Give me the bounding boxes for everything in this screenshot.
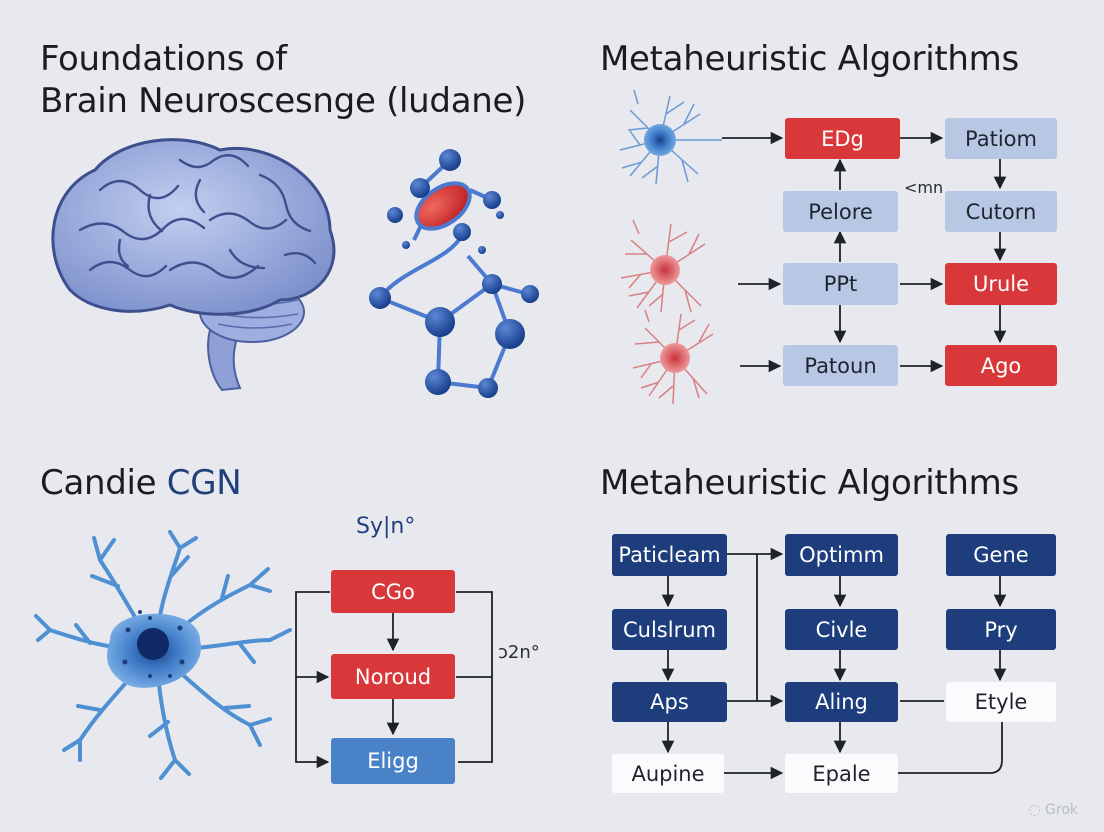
flow-box-aling: Aling [785,682,898,722]
flow-box-urule: Urule [945,263,1057,305]
flow-box-culslrum: Culslrum [612,609,727,650]
large-neuron-icon [34,530,292,780]
flow-box-ppt: PPt [783,263,898,305]
title-foundations: Foundations of Brain Neuroscesnge (ludan… [40,38,526,122]
flow-box-paticleam: Paticleam [612,534,727,576]
algo-flow-connectors [661,547,1007,780]
top-flow-connectors [722,131,1007,373]
two-n-label: ↄ2n° [498,642,540,663]
neuron-red-soma-1 [650,255,680,285]
grok-watermark: ◌ Grok [1028,802,1078,818]
title-foundations-line1: Foundations of [40,39,287,79]
neuron-red-icon [620,219,714,405]
flow-box-eligg: Eligg [331,738,455,784]
neuron-blue-icon [619,89,722,185]
brain-illustration [51,138,336,392]
flow-box-epale: Epale [785,754,898,793]
molecule-icon [369,149,539,398]
title-foundations-line2: Brain Neuroscesnge (ludane) [40,81,527,121]
flow-box-patoun: Patoun [783,345,898,386]
cgn-flow-connectors [295,591,493,769]
flow-box-aps: Aps [612,682,727,722]
title-candie-cgn: Candie CGN [40,462,242,504]
title-cgn-accent: CGN [166,463,242,503]
flow-box-patiom: Patiom [945,118,1057,159]
flow-box-etyle: Etyle [946,682,1056,722]
flow-box-cgo: CGo [331,570,455,613]
title-metaheuristic-top: Metaheuristic Algorithms [600,39,1019,79]
flow-box-aupine: Aupine [612,754,724,793]
flow-box-cutorn: Cutorn [945,191,1057,232]
flow-box-optimm: Optimm [785,534,898,576]
title-metaheuristic-bottom: Metaheuristic Algorithms [600,463,1019,503]
large-neuron-nucleus [137,628,169,660]
flow-box-gene: Gene [946,534,1056,576]
grok-logo-icon: ◌ [1028,802,1046,818]
flow-box-edg: EDg [785,118,900,159]
flow-box-pry: Pry [946,609,1056,650]
neuron-red-soma-2 [660,343,690,373]
mn-note: <mn [904,178,944,197]
grok-watermark-text: Grok [1045,802,1078,818]
syn-label: Sy|n° [356,514,416,539]
flow-box-civle: Civle [785,609,898,650]
title-candie-prefix: Candie [40,463,167,503]
neuron-blue-soma [644,124,676,156]
flow-box-pelore: Pelore [783,191,898,232]
large-neuron-dots [122,610,185,678]
flow-box-ago: Ago [945,345,1057,386]
flow-box-noroud: Noroud [331,654,455,699]
